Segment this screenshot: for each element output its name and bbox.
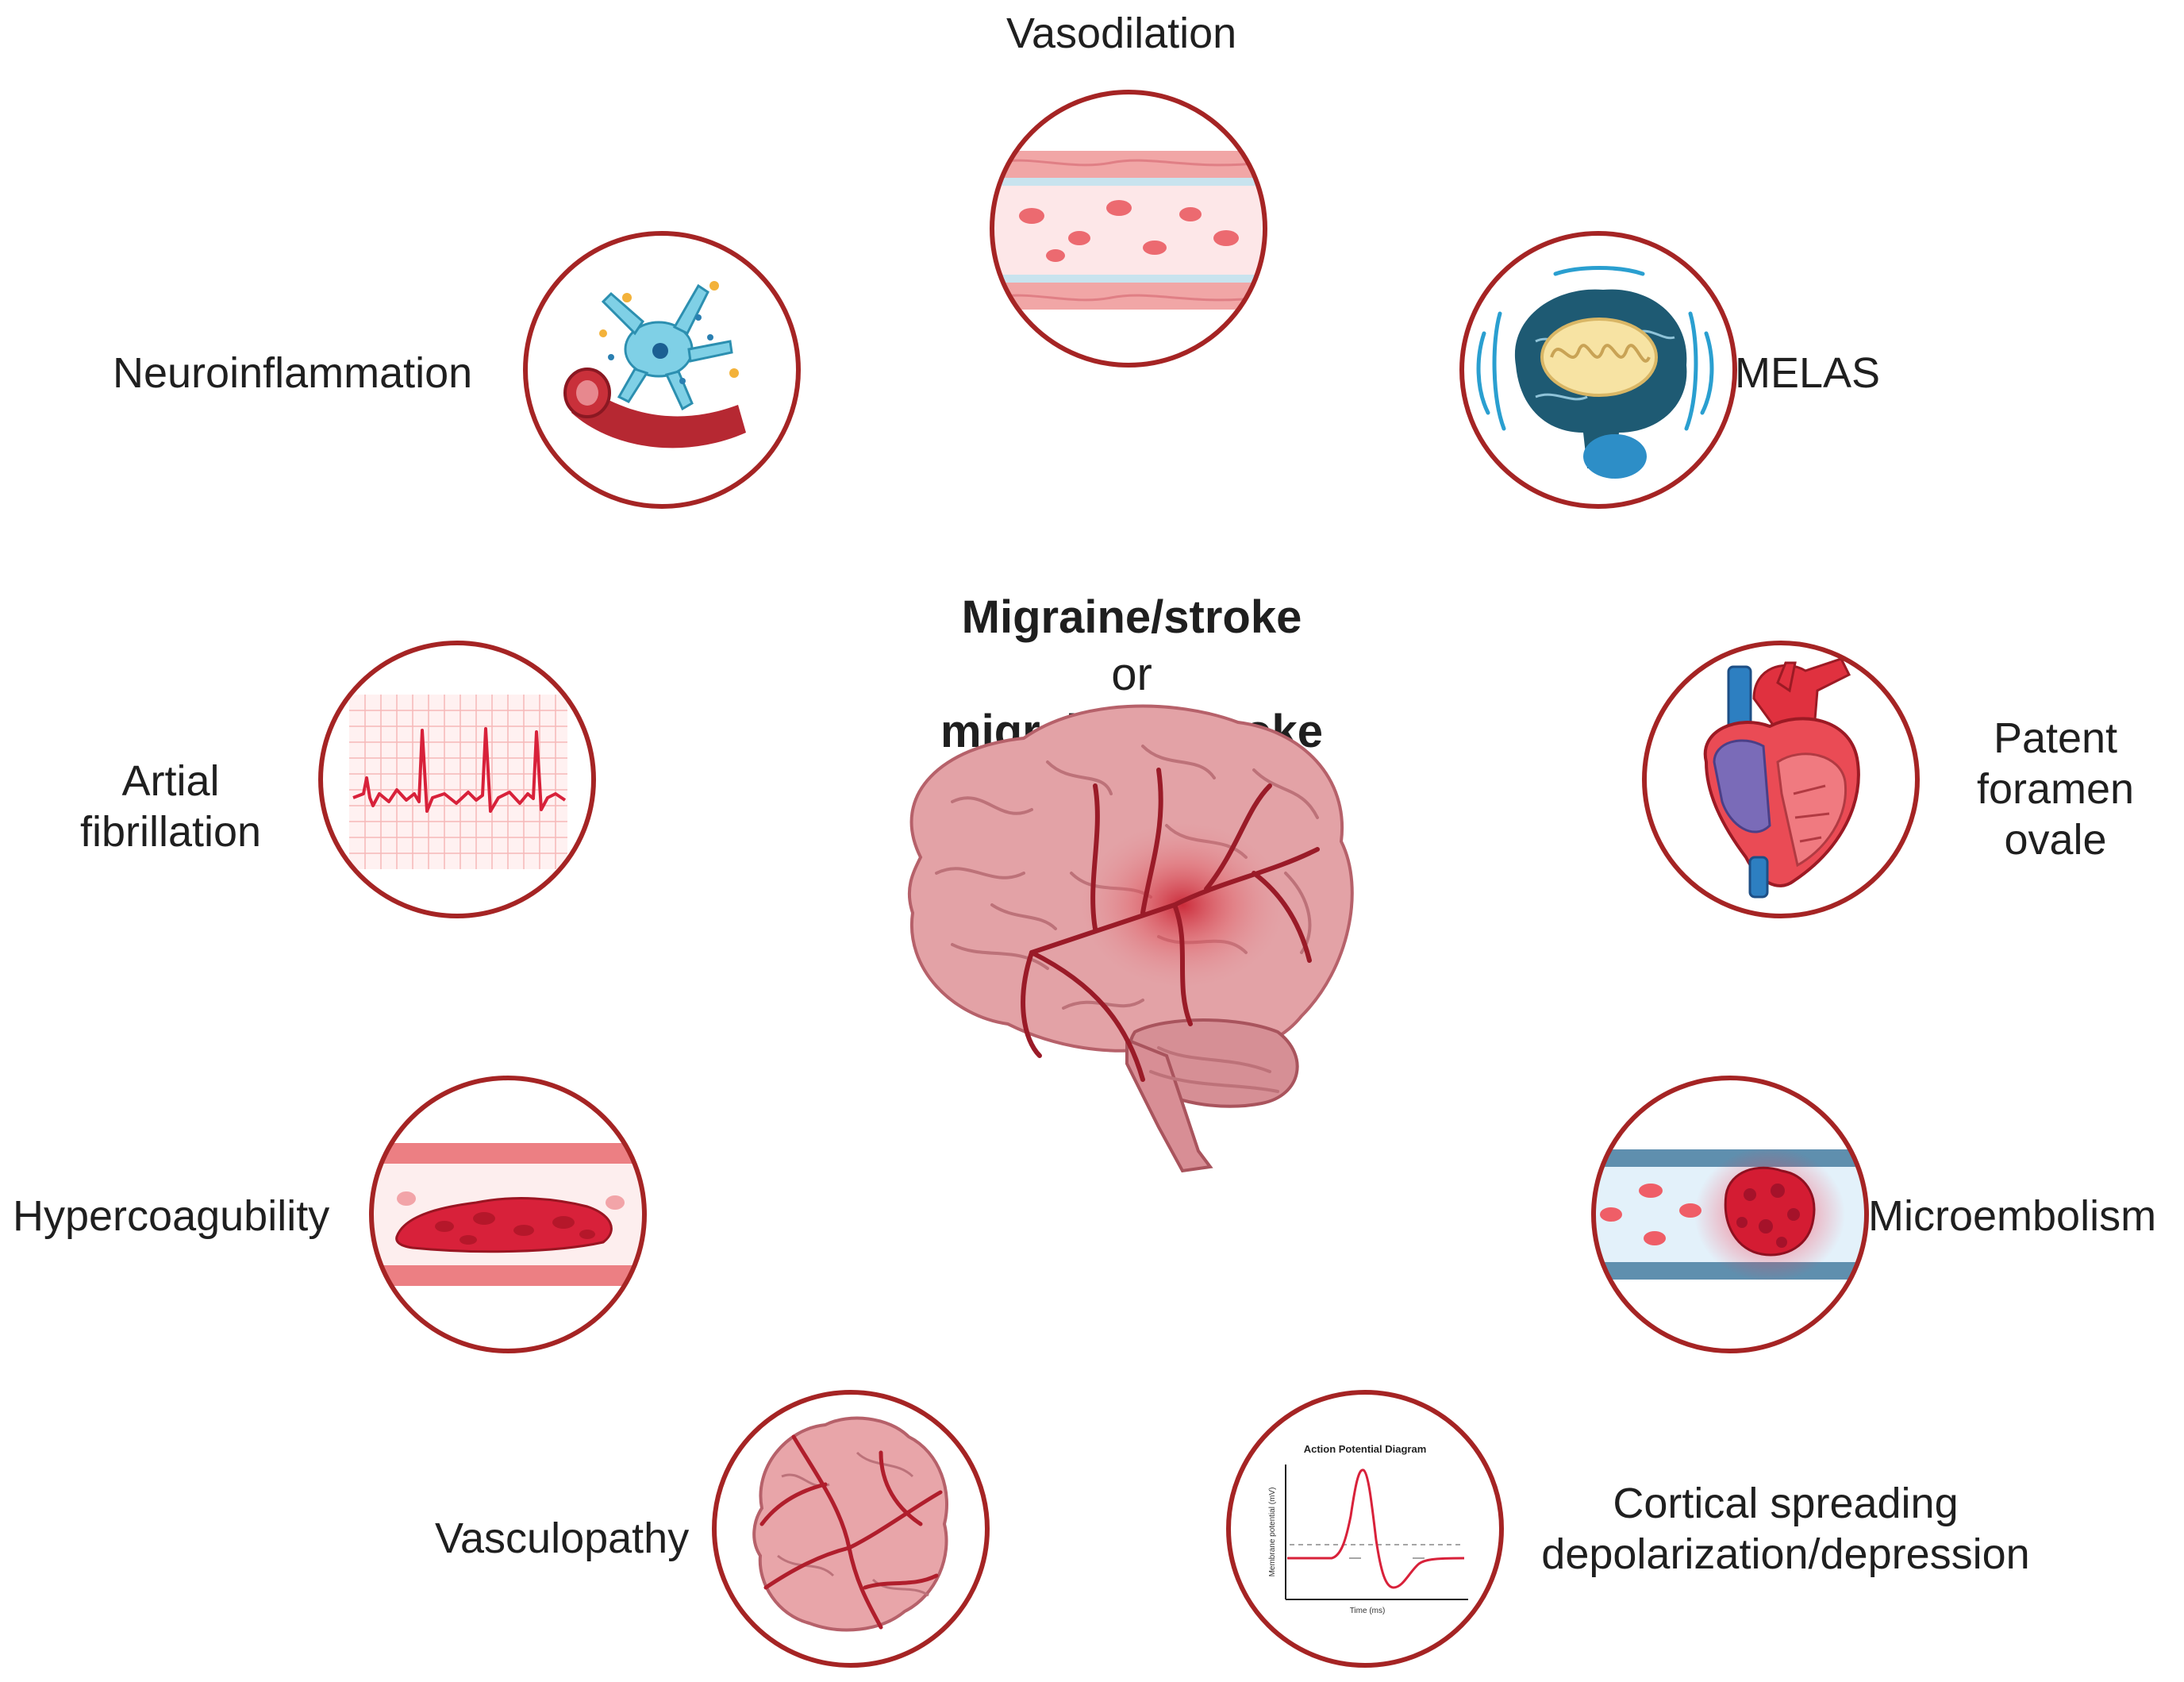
action-potential-ylabel: Membrane potential (mV) — [1268, 1488, 1277, 1577]
label-vasculopathy: Vasculopathy — [435, 1515, 690, 1562]
action-potential-curve — [1287, 1468, 1465, 1589]
action-potential-icon: Action Potential Diagram Membrane potent… — [1226, 1390, 1504, 1668]
label-hypercoagubility: Hypercoagubility — [13, 1192, 330, 1240]
label-pfo-line-3: ovale — [2004, 816, 2107, 864]
vasculopathy-icon — [712, 1390, 990, 1668]
label-atrial-fibrillation: Artial fibrillation — [63, 756, 278, 857]
label-pfo-line-1: Patent — [1993, 714, 2118, 762]
label-patent-foramen-ovale: Patent foramen ovale — [1936, 713, 2174, 865]
patent-foramen-ovale-icon — [1642, 641, 1920, 918]
melas-icon — [1459, 231, 1737, 509]
label-pfo-line-2: foramen — [1976, 765, 2135, 813]
microembolism-icon — [1591, 1076, 1869, 1353]
center-brain-illustration — [907, 704, 1354, 1173]
label-af-line-1: Artial — [121, 757, 220, 805]
label-microembolism: Microembolism — [1868, 1192, 2157, 1240]
label-csd-line-2: depolarization/depression — [1541, 1530, 2030, 1578]
center-title-line-1: Migraine/stroke — [961, 591, 1302, 643]
neuroinflammation-icon — [523, 231, 801, 509]
vasodilation-icon — [990, 90, 1267, 368]
center-title-line-2: or — [1111, 649, 1152, 700]
label-csd-line-1: Cortical spreading — [1613, 1480, 1959, 1527]
label-cortical-spreading: Cortical spreading depolarization/depres… — [1524, 1478, 2048, 1580]
action-potential-title: Action Potential Diagram — [1304, 1443, 1427, 1455]
hypercoagubility-icon — [369, 1076, 647, 1353]
label-melas: MELAS — [1735, 349, 1881, 397]
label-af-line-2: fibrillation — [79, 808, 262, 856]
label-vasodilation: Vasodilation — [1006, 10, 1237, 57]
label-neuroinflammation: Neuroinflammation — [113, 349, 473, 397]
action-potential-xlabel: Time (ms) — [1350, 1607, 1386, 1615]
atrial-fibrillation-icon — [318, 641, 596, 918]
